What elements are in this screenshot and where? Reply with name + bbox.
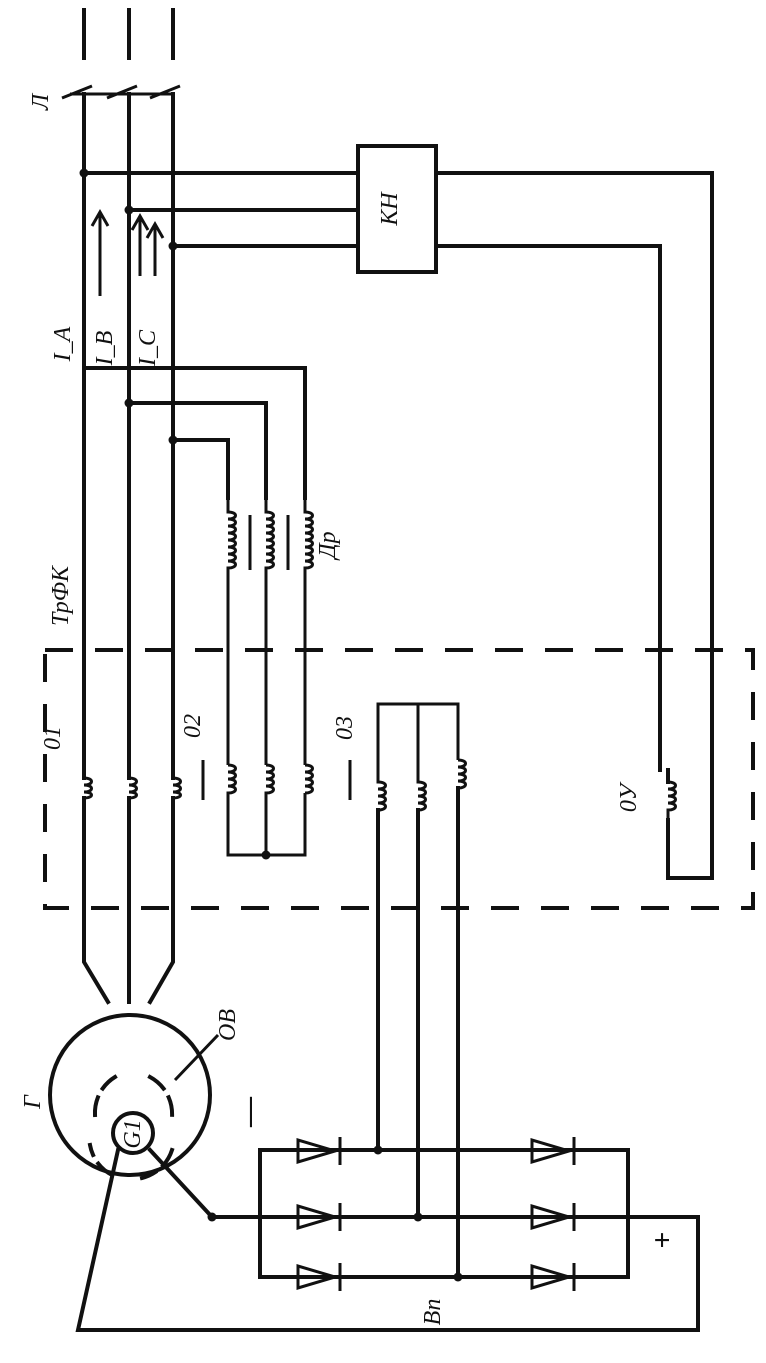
current-a-label: I_A: [50, 326, 76, 362]
winding-02: [201, 760, 314, 860]
wu-label: 0У: [616, 781, 642, 812]
choke-taps: [82, 366, 307, 500]
line-label: Л: [28, 92, 54, 111]
current-arrows: [90, 208, 165, 296]
dr-label: Др: [315, 531, 341, 560]
gen-label: Г: [20, 1094, 46, 1110]
w3-label: 03: [332, 716, 358, 740]
diodes-right: [530, 1137, 576, 1291]
trfk-boundary: [43, 648, 755, 910]
g1-label: G1: [120, 1119, 146, 1148]
current-b-label: I_B: [92, 330, 118, 366]
winding-01: [83, 776, 182, 800]
diodes-left: [296, 1137, 342, 1291]
ov-label: ОВ: [215, 1009, 241, 1041]
minus-label: —: [232, 1096, 265, 1128]
kn-label: КН: [377, 191, 403, 227]
kn-connections: [79, 168, 714, 880]
plus-label: +: [646, 1231, 679, 1248]
generator: [48, 1013, 220, 1181]
bus-dashes: [82, 8, 175, 60]
vp-label: Вп: [420, 1299, 446, 1326]
excitation-leads: [75, 1147, 700, 1332]
choke-dr: [226, 498, 314, 765]
trfk-label: ТрФК: [48, 564, 74, 626]
w2-label: 02: [180, 714, 206, 738]
winding-0u: [666, 768, 677, 820]
kn-block: [356, 144, 438, 274]
winding-03: [348, 702, 467, 1279]
line-terminals: [61, 84, 181, 100]
current-c-label: I_C: [135, 329, 161, 367]
